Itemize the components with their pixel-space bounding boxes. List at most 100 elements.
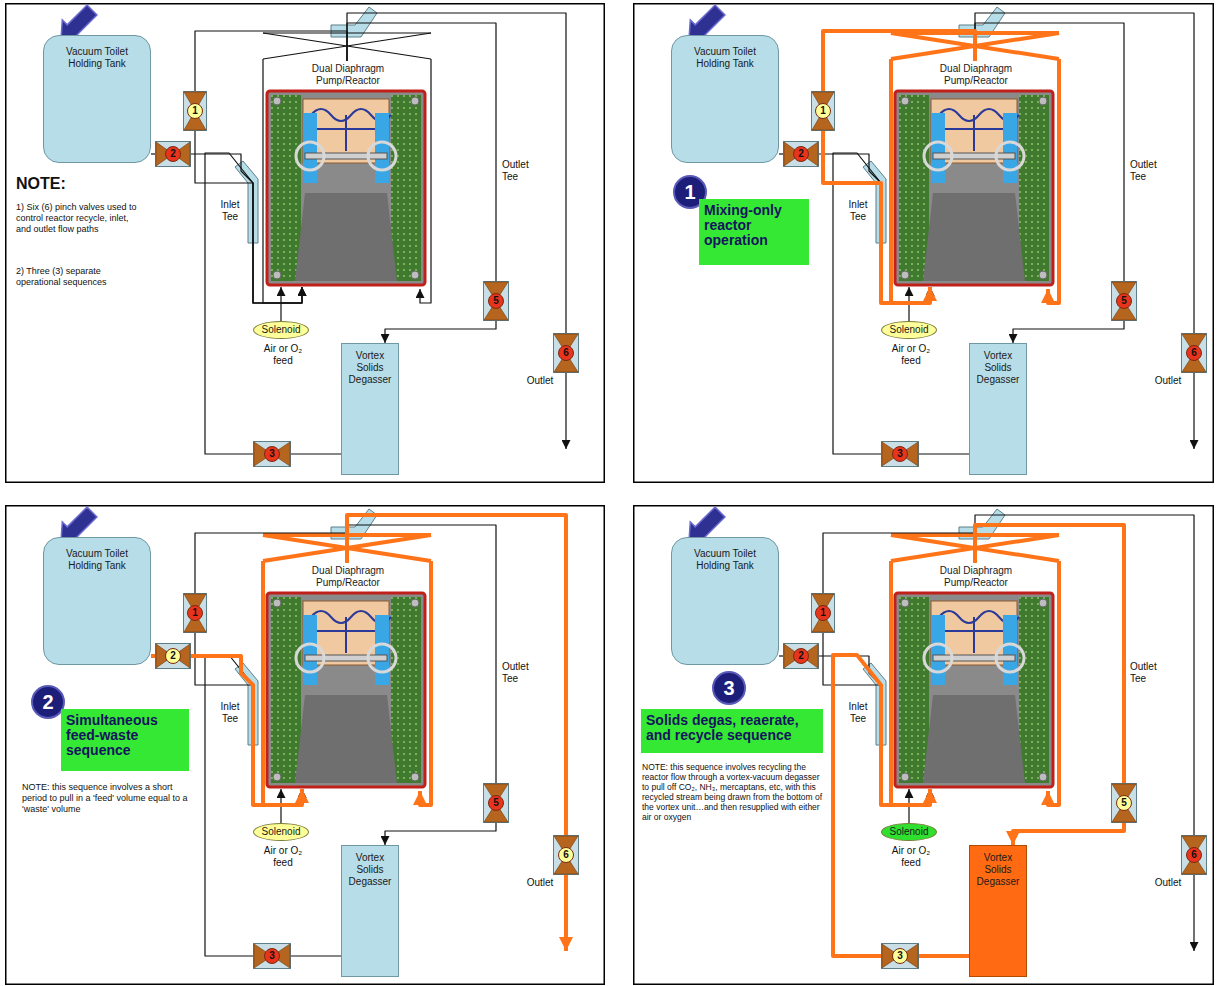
pump-chamber bbox=[375, 615, 389, 685]
component-label: Solenoid bbox=[882, 824, 936, 840]
valve-frame bbox=[784, 644, 819, 669]
pump-diaphragm bbox=[296, 644, 324, 672]
pump-side bbox=[899, 597, 929, 783]
pipe-connector bbox=[385, 321, 496, 343]
pinch-valve: 5 bbox=[1111, 783, 1137, 823]
pinch-valve: 1 bbox=[183, 593, 207, 633]
sequence-title: Simultaneous feed-waste sequence bbox=[61, 709, 189, 771]
component-label: Vacuum Toilet Holding Tank bbox=[692, 548, 758, 572]
pump-chamber bbox=[303, 615, 317, 685]
pump-reactor: Dual Diaphragm Pump/Reactor bbox=[889, 61, 1063, 287]
solenoid-valve: Solenoid bbox=[881, 321, 937, 339]
pipe-connector bbox=[385, 823, 496, 845]
pump-side bbox=[391, 95, 421, 281]
component-label: Mixing-only reactor operation bbox=[704, 203, 804, 248]
callout-number: 1 bbox=[187, 605, 203, 621]
pump-shaft bbox=[933, 655, 1015, 661]
pump-bolt bbox=[411, 599, 419, 607]
valve-frame bbox=[784, 142, 819, 167]
pump-bolt bbox=[411, 97, 419, 105]
panel-frame bbox=[634, 506, 1214, 985]
pipe-connector bbox=[975, 23, 1124, 281]
pinch-valve: 1 bbox=[811, 91, 835, 131]
callout-number: 2 bbox=[165, 146, 181, 162]
panel-frame bbox=[634, 4, 1214, 483]
callout-number: 5 bbox=[1116, 795, 1132, 811]
valve-frame bbox=[156, 142, 191, 167]
part-label: Outlet Tee bbox=[502, 159, 544, 183]
pump-bolt bbox=[1039, 271, 1047, 279]
pipe-connector bbox=[347, 13, 566, 333]
recycle-pipe bbox=[420, 561, 431, 805]
callout-number: 1 bbox=[187, 103, 203, 119]
step-number: 2 bbox=[33, 687, 63, 717]
pipe-connector bbox=[347, 23, 496, 281]
pipe-connector bbox=[347, 515, 566, 835]
callout-number: 5 bbox=[488, 293, 504, 309]
callout-number: 6 bbox=[558, 345, 574, 361]
sequence-title: Mixing-only reactor operation bbox=[699, 199, 809, 265]
pump-side bbox=[271, 95, 301, 281]
solenoid-valve: Solenoid bbox=[253, 823, 309, 841]
outlet-pipe bbox=[1193, 875, 1194, 951]
outlet-pipe bbox=[564, 875, 568, 951]
pinch-valve: 5 bbox=[483, 281, 509, 321]
pump-bolt bbox=[901, 599, 909, 607]
component-label: Vacuum Toilet Holding Tank bbox=[64, 548, 130, 572]
pump-side bbox=[1019, 95, 1049, 281]
valve-frame bbox=[554, 334, 579, 373]
part-label: Air or O₂ feed bbox=[253, 845, 313, 869]
callout-number: 3 bbox=[892, 446, 908, 462]
pipe-connector bbox=[975, 525, 1124, 783]
pump-bolt bbox=[1039, 599, 1047, 607]
pump-housing bbox=[267, 593, 425, 787]
pump-reactor: Dual Diaphragm Pump/Reactor bbox=[889, 563, 1063, 789]
note-text: NOTE: bbox=[15, 173, 145, 194]
pipe-connector bbox=[1013, 321, 1124, 343]
holding-tank: Vacuum Toilet Holding Tank bbox=[43, 35, 151, 163]
note-text: 2) Three (3) separate operational sequen… bbox=[15, 265, 147, 289]
recycle-pipe bbox=[1048, 59, 1059, 303]
valve-frame bbox=[812, 92, 835, 131]
pump-reactor: Dual Diaphragm Pump/Reactor bbox=[261, 563, 435, 789]
pump-illustration bbox=[895, 91, 1053, 285]
pipe-connector bbox=[195, 131, 302, 303]
part-label: Outlet Tee bbox=[502, 661, 544, 685]
part-label: Air or O₂ feed bbox=[881, 845, 941, 869]
pump-bolt bbox=[273, 773, 281, 781]
component-label: Dual Diaphragm Pump/Reactor bbox=[930, 565, 1022, 589]
component-label: Solids degas, reaerate, and recycle sequ… bbox=[646, 713, 818, 743]
component-label: Solenoid bbox=[254, 322, 308, 338]
sequence-number: 3 bbox=[712, 671, 746, 705]
outlet-pipe bbox=[565, 373, 566, 449]
pump-bolt bbox=[273, 271, 281, 279]
part-label: Outlet Tee bbox=[1130, 661, 1172, 685]
part-label: Outlet bbox=[519, 877, 561, 889]
holding-tank: Vacuum Toilet Holding Tank bbox=[671, 537, 779, 665]
pinch-valve: 2 bbox=[783, 141, 819, 167]
note-text: 1) Six (6) pinch valves used to control … bbox=[15, 201, 147, 236]
callout-number: 2 bbox=[793, 146, 809, 162]
pump-base bbox=[923, 695, 1025, 783]
valve-frame bbox=[484, 282, 509, 321]
pump-chamber bbox=[931, 615, 945, 685]
part-label: Air or O₂ feed bbox=[881, 343, 941, 367]
valve-frame bbox=[484, 784, 509, 823]
step-number: 3 bbox=[714, 673, 744, 703]
valve-frame bbox=[1112, 282, 1137, 321]
callout-number: 6 bbox=[1186, 345, 1202, 361]
pump-shaft bbox=[305, 655, 387, 661]
valve-frame bbox=[882, 944, 919, 969]
part-label: Inlet Tee bbox=[840, 701, 876, 725]
component-label: Simultaneous feed-waste sequence bbox=[66, 713, 184, 758]
component-label: Solenoid bbox=[254, 824, 308, 840]
valve-frame bbox=[882, 442, 919, 467]
pipe-connector bbox=[291, 955, 341, 956]
pipe-connector bbox=[819, 154, 930, 303]
recycle-pipe bbox=[891, 561, 930, 805]
vortex-degasser: Vortex Solids Degasser bbox=[969, 845, 1027, 977]
pipe-connector bbox=[823, 131, 930, 303]
component-label: Dual Diaphragm Pump/Reactor bbox=[930, 63, 1022, 87]
solenoid-valve: Solenoid bbox=[881, 823, 937, 841]
note-text: NOTE: this sequence involves recycling t… bbox=[641, 761, 829, 823]
